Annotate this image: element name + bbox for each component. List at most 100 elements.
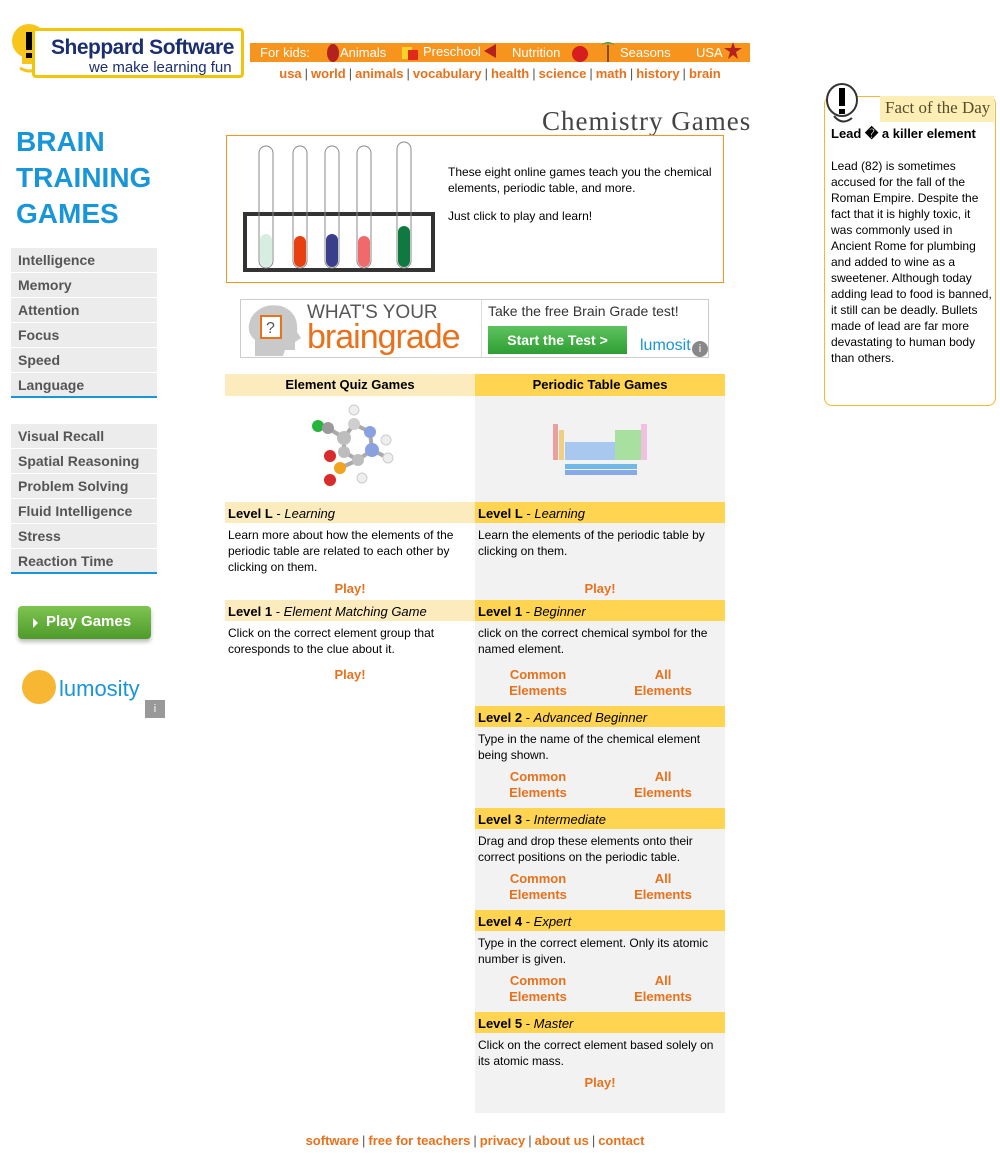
- start-test-button[interactable]: Start the Test >: [488, 326, 627, 354]
- top-nav: usa|world|animals|vocabulary|health|scie…: [279, 66, 721, 81]
- kids-link-nutrition[interactable]: Nutrition: [512, 45, 561, 60]
- ad-divider: [481, 300, 482, 357]
- right-level-5-play[interactable]: Play!: [584, 1075, 616, 1090]
- fact-headline: Lead � a killer element: [831, 126, 976, 141]
- ad-info-icon[interactable]: i: [692, 341, 708, 357]
- brain-menu-secondary: Visual Recall Spatial Reasoning Problem …: [11, 424, 157, 574]
- kids-link-preschool[interactable]: Preschool: [423, 44, 481, 59]
- menu-item-intelligence[interactable]: Intelligence: [11, 248, 157, 272]
- menu-item-spatial-reasoning[interactable]: Spatial Reasoning: [11, 449, 157, 473]
- nav-world[interactable]: world: [311, 66, 346, 81]
- kids-link-usa[interactable]: USA: [696, 45, 723, 60]
- fact-of-the-day: Fact of the Day Lead � a killer element …: [824, 82, 996, 406]
- nav-brain[interactable]: brain: [688, 66, 721, 81]
- left-level-l-play[interactable]: Play!: [334, 581, 366, 596]
- kids-link-seasons[interactable]: Seasons: [620, 45, 671, 60]
- footer-privacy[interactable]: privacy: [479, 1133, 526, 1148]
- right-level-2-desc: Type in the name of the chemical element…: [478, 732, 701, 762]
- nav-science[interactable]: science: [538, 66, 587, 81]
- menu-item-memory[interactable]: Memory: [11, 273, 157, 297]
- footer-contact[interactable]: contact: [598, 1133, 645, 1148]
- kids-bar: For kids: Animals Preschool Nutrition Se…: [250, 42, 750, 62]
- level-name: Level 5: [478, 1016, 523, 1031]
- brain-training-title[interactable]: BRAIN TRAINING GAMES: [16, 124, 151, 232]
- nav-health[interactable]: health: [490, 66, 530, 81]
- menu-item-fluid-intelligence[interactable]: Fluid Intelligence: [11, 499, 157, 523]
- blocks-icon: [402, 47, 418, 60]
- play-arrow-icon: [33, 618, 38, 628]
- footer-links: software|free for teachers|privacy|about…: [305, 1133, 645, 1148]
- for-kids-label: For kids:: [260, 45, 310, 60]
- left-level-1-play[interactable]: Play!: [334, 667, 366, 682]
- brain-menu-primary: Intelligence Memory Attention Focus Spee…: [11, 248, 157, 398]
- right-level-3-desc: Drag and drop these elements onto their …: [478, 834, 693, 864]
- menu-item-speed[interactable]: Speed: [11, 348, 157, 372]
- menu-item-stress[interactable]: Stress: [11, 524, 157, 548]
- title-line-brain: BRAIN: [16, 126, 105, 157]
- flag-icon: [484, 44, 496, 58]
- menu-item-attention[interactable]: Attention: [11, 298, 157, 322]
- menu-item-reaction-time[interactable]: Reaction Time: [11, 549, 157, 573]
- nav-animals[interactable]: animals: [355, 66, 404, 81]
- molecule-image[interactable]: [306, 404, 396, 488]
- brand-name: Sheppard Software: [51, 36, 234, 59]
- menu-item-problem-solving[interactable]: Problem Solving: [11, 474, 157, 498]
- play-games-button[interactable]: Play Games: [18, 606, 151, 639]
- right-level-l-play[interactable]: Play!: [584, 581, 616, 596]
- nav-usa[interactable]: usa: [279, 66, 302, 81]
- fact-title: Fact of the Day: [885, 98, 991, 117]
- right-level-l-header: Level L - Learning: [475, 502, 725, 523]
- svg-text:?: ?: [266, 320, 275, 337]
- menu-item-visual-recall[interactable]: Visual Recall: [11, 424, 157, 448]
- nav-math[interactable]: math: [595, 66, 627, 81]
- right-level-5-header: Level 5 - Master: [475, 1012, 725, 1033]
- left-level-l-desc: Learn more about how the elements of the…: [228, 528, 454, 574]
- column-header-element-quiz: Element Quiz Games: [225, 374, 475, 396]
- ad-braingrade: braingrade: [307, 318, 461, 356]
- intro-box: These eight online games teach you the c…: [226, 135, 724, 283]
- level-sub: Learning: [284, 506, 335, 521]
- footer-about-us[interactable]: about us: [534, 1133, 589, 1148]
- left-level-1-desc: Click on the correct element group that …: [228, 626, 435, 656]
- logo-box: Sheppard Software we make learning fun: [32, 28, 244, 78]
- intro-cta: Just click to play and learn!: [448, 209, 593, 223]
- ad-take-test: Take the free Brain Grade test!: [488, 303, 679, 319]
- fact-body: Lead (82) is sometimes accused for the f…: [831, 159, 992, 365]
- title-line-games: GAMES: [16, 198, 119, 229]
- nav-history[interactable]: history: [636, 66, 680, 81]
- kids-link-animals[interactable]: Animals: [340, 45, 387, 60]
- menu-item-language[interactable]: Language: [11, 373, 157, 397]
- footer-free-for-teachers[interactable]: free for teachers: [368, 1133, 471, 1148]
- page-title: Chemistry Games: [542, 106, 752, 136]
- menu-divider: [11, 396, 157, 398]
- right-level-2-header: Level 2 - Advanced Beginner: [475, 706, 725, 727]
- level-name: Level L: [228, 506, 273, 521]
- level-sub: Expert: [533, 914, 572, 929]
- apple-icon: [572, 46, 588, 62]
- lumosity-head-icon: [22, 670, 56, 704]
- lumosity-ad[interactable]: lumosity i: [22, 670, 165, 718]
- braingrade-ad[interactable]: ? WHAT'S YOUR braingrade Take the free B…: [240, 299, 709, 358]
- right-level-1-desc: click on the correct chemical symbol for…: [478, 626, 708, 656]
- level-name: Level 4: [478, 914, 523, 929]
- sheppard-logo[interactable]: Sheppard Software we make learning fun: [8, 24, 244, 82]
- level-name: Level 1: [228, 604, 273, 619]
- level-sub: Element Matching Game: [283, 604, 427, 619]
- owl-icon: [327, 44, 339, 62]
- periodic-table-image[interactable]: [551, 422, 651, 476]
- footer-software[interactable]: software: [305, 1133, 360, 1148]
- menu-item-focus[interactable]: Focus: [11, 323, 157, 347]
- right-level-5-desc: Click on the correct element based solel…: [478, 1038, 714, 1068]
- nav-vocabulary[interactable]: vocabulary: [412, 66, 482, 81]
- level-sub: Master: [533, 1016, 574, 1031]
- level-name: Level 3: [478, 812, 523, 827]
- ad-info-icon[interactable]: i: [145, 700, 165, 718]
